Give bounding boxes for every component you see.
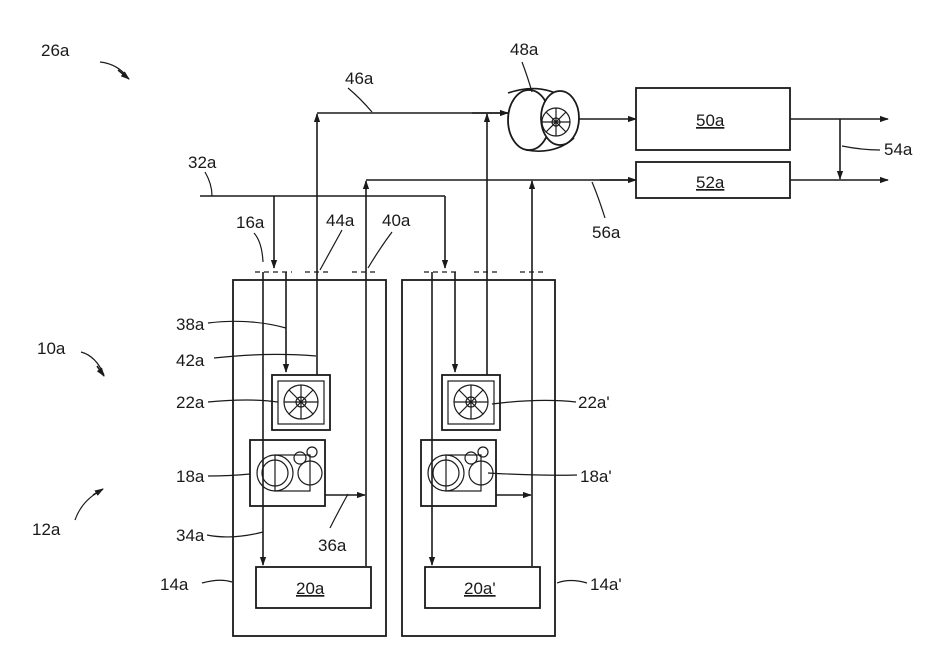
label-line-42: 42a xyxy=(176,351,205,370)
label-arrangement: 26a xyxy=(41,41,70,60)
label-line-40: 40a xyxy=(382,211,411,230)
label-bypass: 54a xyxy=(884,140,913,159)
label-line-34: 34a xyxy=(176,526,205,545)
label-fan-right: 22a' xyxy=(578,393,610,412)
label-cabinet-right: 14a' xyxy=(590,575,622,594)
label-group: 12a xyxy=(32,520,61,539)
fan-left xyxy=(272,375,330,430)
label-supply-line: 32a xyxy=(188,153,217,172)
label-cabinet-left: 14a xyxy=(160,575,189,594)
compressor-left xyxy=(250,440,325,506)
label-line-38: 38a xyxy=(176,315,205,334)
label-return-line: 56a xyxy=(592,223,621,242)
label-fan-left: 22a xyxy=(176,393,205,412)
label-line-36: 36a xyxy=(318,536,347,555)
label-unit-left: 20a xyxy=(296,579,325,598)
label-compressor-right: 18a' xyxy=(580,467,612,486)
blower xyxy=(508,89,579,152)
label-box-top: 50a xyxy=(696,111,725,130)
label-blower: 48a xyxy=(510,40,539,59)
fan-right xyxy=(442,375,500,430)
label-exhaust-line: 46a xyxy=(345,69,374,88)
label-box-bottom: 52a xyxy=(696,173,725,192)
label-system: 10a xyxy=(37,339,66,358)
label-unit-right: 20a' xyxy=(464,579,496,598)
label-line-44: 44a xyxy=(326,211,355,230)
label-compressor-left: 18a xyxy=(176,467,205,486)
label-inlet: 16a xyxy=(236,213,265,232)
